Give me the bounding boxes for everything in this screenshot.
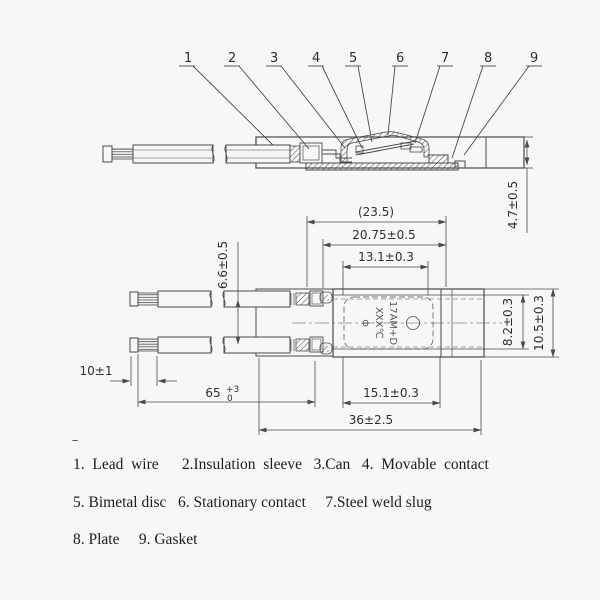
dim-strip-length-label: 10±1: [80, 364, 113, 378]
dim-wire-pitch-label: 6.6±0.5: [216, 241, 230, 289]
stationary-contact: [400, 142, 412, 150]
marking-phi: Φ: [359, 319, 370, 327]
can-outline-bottom: [343, 296, 434, 350]
dim-can-length-label: 20.75±0.5: [352, 228, 416, 242]
dim-height: 4.7±0.5: [506, 136, 533, 233]
terminal-bottom: [290, 336, 324, 353]
dim-disc-length-label: 13.1±0.3: [358, 250, 414, 264]
tick-mark: --: [72, 434, 78, 446]
terminal-slot-bottom: [319, 342, 333, 355]
callout-4: 4: [312, 51, 320, 66]
legend-line-2: 5. Bimetal disc 6. Stationary contact 7.…: [73, 494, 432, 511]
lead-wire-top: [129, 290, 291, 308]
terminal-slot-top: [319, 291, 333, 304]
legend-line-1: 1. Lead wire 2.Insulation sleeve 3.Can 4…: [73, 456, 489, 473]
callout-numbers: 1 2 3 4 5 6 7 8 9: [179, 51, 542, 159]
dim-body-length-label: 36±2.5: [349, 413, 393, 427]
dim-height-label: 4.7±0.5: [506, 181, 520, 229]
break-symbol: [211, 144, 215, 164]
side-view: [102, 131, 525, 171]
movable-contact: [355, 145, 364, 154]
dim-inner-width-label: 8.2±0.3: [501, 298, 515, 346]
dim-lead-length-sub: 0: [227, 394, 233, 404]
callout-7: 7: [441, 51, 449, 66]
gasket: [428, 154, 449, 164]
dim-overall-ref: (23.5): [306, 205, 447, 225]
dimensions: (23.5) 20.75±0.5 13.1±0.3 6.6±0.5 10±1: [80, 136, 559, 435]
can-dome: [340, 131, 430, 164]
callout-3: 3: [270, 51, 278, 66]
dim-outer-width: 10.5±0.3: [484, 288, 559, 358]
dim-lead-length-value: 65: [205, 386, 220, 400]
dim-body-length: 36±2.5: [258, 358, 482, 435]
dim-overall-ref-label: (23.5): [358, 205, 394, 219]
dim-lead-length: 65 +3 0: [137, 354, 316, 407]
weld-slug-hole: [406, 316, 420, 330]
dim-can-width-length: 15.1±0.3: [342, 357, 441, 408]
dim-lead-length-sup: +3: [226, 385, 239, 395]
marking-temp: XXX℃: [373, 307, 384, 339]
terminal-top: [290, 290, 324, 307]
stripped-conductor: [111, 148, 134, 160]
dim-disc-length: 13.1±0.3: [342, 250, 429, 270]
dim-strip-length: 10±1: [80, 356, 177, 386]
callout-2: 2: [228, 51, 236, 66]
plate: [305, 162, 459, 171]
bottom-view: Φ XXX℃ 17AM+D: [129, 288, 502, 358]
callout-5: 5: [349, 51, 357, 66]
legend-line-3: 8. Plate 9. Gasket: [73, 531, 198, 548]
lead-wire-bottom: [129, 336, 291, 354]
dim-wire-pitch: 6.6±0.5: [216, 241, 241, 345]
callout-9: 9: [530, 51, 538, 66]
callout-8: 8: [484, 51, 492, 66]
dim-can-width-length-label: 15.1±0.3: [363, 386, 419, 400]
dim-can-length: 20.75±0.5: [322, 228, 447, 248]
plate-tab: [454, 160, 466, 169]
callout-1: 1: [184, 51, 192, 66]
dim-inner-width: 8.2±0.3: [484, 294, 529, 350]
dim-outer-width-label: 10.5±0.3: [532, 295, 546, 351]
callout-6: 6: [396, 51, 404, 66]
marking-model: 17AM+D: [387, 301, 398, 346]
steel-weld-slug: [409, 146, 423, 153]
lead-wire-side: [102, 144, 291, 164]
